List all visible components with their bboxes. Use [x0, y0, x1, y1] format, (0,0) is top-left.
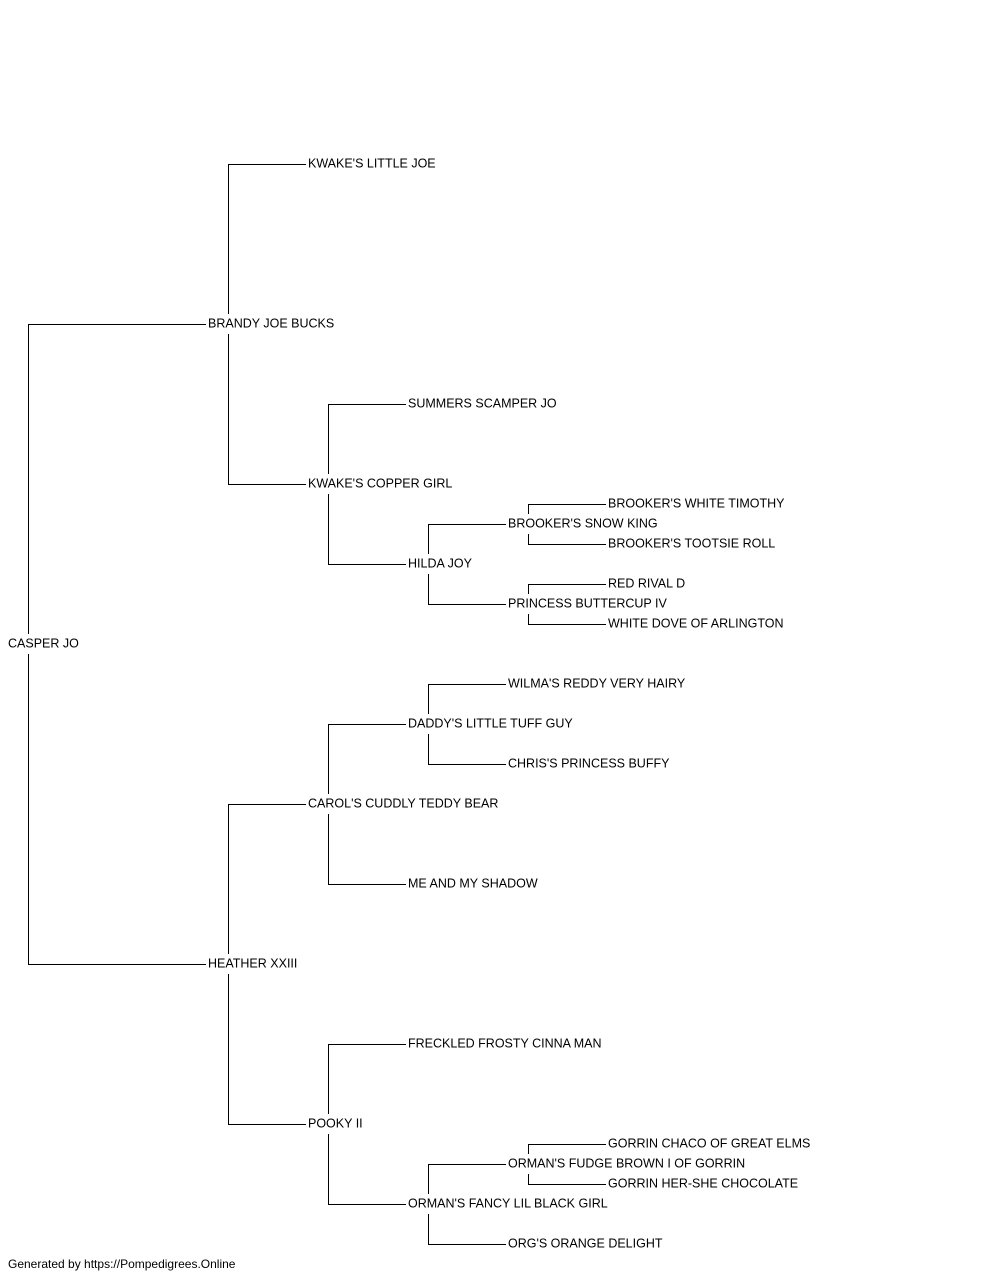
pedigree-node-white-dove-of-arlington: WHITE DOVE OF ARLINGTON — [608, 616, 783, 630]
pedigree-node-carol-s-cuddly-teddy-bear: CAROL'S CUDDLY TEDDY BEAR — [308, 796, 498, 810]
sire-link-wilma-s-reddy-very-hairy — [428, 684, 506, 714]
sire-link-brooker-s-white-timothy — [528, 504, 606, 514]
sire-link-gorrin-chaco-of-great-elms — [528, 1144, 606, 1154]
dam-link-heather-xxiii — [28, 654, 206, 965]
pedigree-node-red-rival-d: RED RIVAL D — [608, 576, 685, 590]
pedigree-node-heather-xxiii: HEATHER XXIII — [208, 956, 297, 970]
dam-link-brooker-s-tootsie-roll — [528, 534, 606, 545]
pedigree-node-freckled-frosty-cinna-man: FRECKLED FROSTY CINNA MAN — [408, 1036, 602, 1050]
dam-link-white-dove-of-arlington — [528, 614, 606, 625]
sire-link-freckled-frosty-cinna-man — [328, 1044, 406, 1114]
dam-link-hilda-joy — [328, 494, 406, 565]
sire-link-carol-s-cuddly-teddy-bear — [228, 804, 306, 954]
pedigree-node-chris-s-princess-buffy: CHRIS'S PRINCESS BUFFY — [508, 756, 670, 770]
pedigree-node-brooker-s-snow-king: BROOKER'S SNOW KING — [508, 516, 658, 530]
pedigree-node-daddy-s-little-tuff-guy: DADDY'S LITTLE TUFF GUY — [408, 716, 573, 730]
dam-link-pooky-ii — [228, 974, 306, 1125]
pedigree-node-gorrin-her-she-chocolate: GORRIN HER-SHE CHOCOLATE — [608, 1176, 798, 1190]
sire-link-daddy-s-little-tuff-guy — [328, 724, 406, 794]
pedigree-node-pooky-ii: POOKY II — [308, 1116, 363, 1130]
dam-link-me-and-my-shadow — [328, 814, 406, 885]
dam-link-kwake-s-copper-girl — [228, 334, 306, 485]
pedigree-node-summers-scamper-jo: SUMMERS SCAMPER JO — [408, 396, 557, 410]
pedigree-node-brooker-s-tootsie-roll: BROOKER'S TOOTSIE ROLL — [608, 536, 775, 550]
footer-credit: Generated by https://Pompedigrees.Online — [8, 1257, 236, 1271]
pedigree-node-brandy-joe-bucks: BRANDY JOE BUCKS — [208, 316, 334, 330]
sire-link-orman-s-fudge-brown-i-of-gorrin — [428, 1164, 506, 1194]
dam-link-org-s-orange-delight — [428, 1214, 506, 1245]
pedigree-node-wilma-s-reddy-very-hairy: WILMA'S REDDY VERY HAIRY — [508, 676, 686, 690]
pedigree-node-princess-buttercup-iv: PRINCESS BUTTERCUP IV — [508, 596, 667, 610]
pedigree-node-me-and-my-shadow: ME AND MY SHADOW — [408, 876, 538, 890]
pedigree-node-kwake-s-copper-girl: KWAKE'S COPPER GIRL — [308, 476, 452, 490]
pedigree-node-orman-s-fancy-lil-black-girl: ORMAN'S FANCY LIL BLACK GIRL — [408, 1196, 608, 1210]
pedigree-node-casper-jo: CASPER JO — [8, 636, 79, 650]
dam-link-orman-s-fancy-lil-black-girl — [328, 1134, 406, 1205]
sire-link-kwake-s-little-joe — [228, 164, 306, 314]
sire-link-brooker-s-snow-king — [428, 524, 506, 554]
pedigree-node-org-s-orange-delight: ORG'S ORANGE DELIGHT — [508, 1236, 663, 1250]
pedigree-node-brooker-s-white-timothy: BROOKER'S WHITE TIMOTHY — [608, 496, 785, 510]
dam-link-gorrin-her-she-chocolate — [528, 1174, 606, 1185]
pedigree-node-orman-s-fudge-brown-i-of-gorrin: ORMAN'S FUDGE BROWN I OF GORRIN — [508, 1156, 745, 1170]
sire-link-summers-scamper-jo — [328, 404, 406, 474]
pedigree-node-hilda-joy: HILDA JOY — [408, 556, 473, 570]
dam-link-chris-s-princess-buffy — [428, 734, 506, 765]
pedigree-node-kwake-s-little-joe: KWAKE'S LITTLE JOE — [308, 156, 436, 170]
sire-link-red-rival-d — [528, 584, 606, 594]
dam-link-princess-buttercup-iv — [428, 574, 506, 605]
sire-link-brandy-joe-bucks — [28, 324, 206, 634]
pedigree-node-gorrin-chaco-of-great-elms: GORRIN CHACO OF GREAT ELMS — [608, 1136, 810, 1150]
